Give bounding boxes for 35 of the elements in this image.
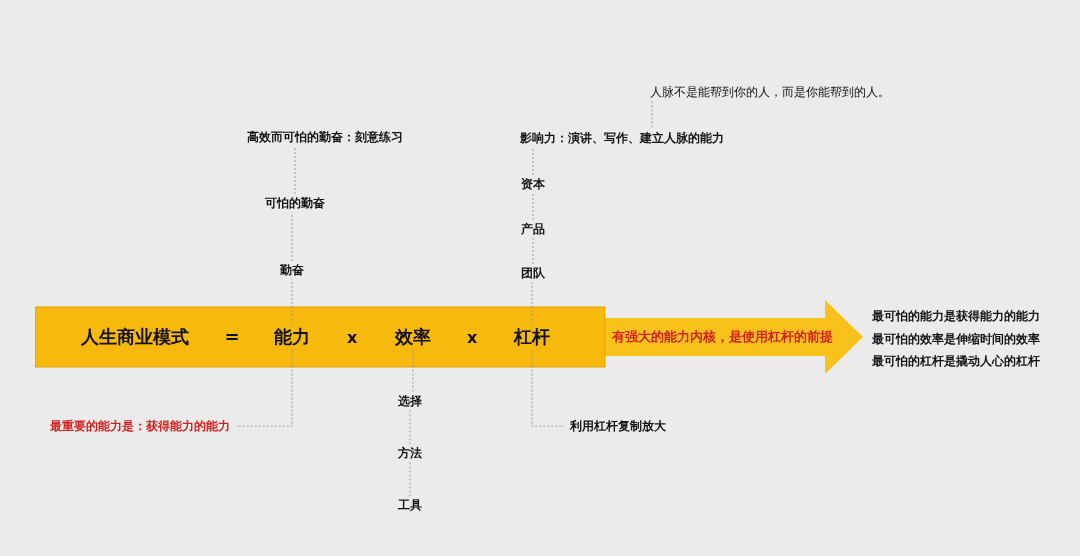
text-label: 勤奋 — [280, 263, 304, 278]
text-label: 利用杠杆复制放大 — [570, 419, 666, 434]
connector-line — [412, 349, 414, 393]
note-text: 人脉不是能帮到你的人，而是你能帮到的人。 — [650, 85, 890, 100]
text-label: 影响力：演讲、写作、建立人脉的能力 — [520, 131, 724, 146]
text-label: 选择 — [398, 394, 422, 409]
text-label: 团队 — [521, 266, 545, 281]
connector-line — [531, 281, 533, 325]
text-label: 最可怕的杠杆是撬动人心的杠杆 — [872, 354, 1040, 369]
connector-line — [531, 349, 565, 427]
term: 杠杆 — [514, 326, 550, 348]
text-label: 最可怕的效率是伸缩时间的效率 — [872, 332, 1040, 347]
connector-line — [235, 349, 293, 427]
text-label: 可怕的勤奋 — [265, 196, 325, 211]
text-label: 产品 — [521, 222, 545, 237]
connector-line — [291, 211, 293, 262]
connector-line — [532, 237, 534, 265]
text-label: 工具 — [398, 498, 422, 513]
connector-line — [532, 192, 534, 221]
term: 效率 — [395, 326, 431, 348]
connector-line — [294, 145, 296, 195]
text-label: 方法 — [398, 446, 422, 461]
operator: x — [467, 327, 478, 347]
operator: = — [224, 326, 240, 348]
connector-line — [532, 146, 534, 176]
text-label: 高效而可怕的勤奋：刻意练习 — [247, 130, 403, 145]
term: 能力 — [274, 326, 310, 348]
operator: x — [347, 327, 358, 347]
text-label: 最可怕的能力是获得能力的能力 — [872, 309, 1040, 324]
term: 人生商业模式 — [81, 326, 189, 348]
arrow-band — [35, 298, 865, 376]
highlight-text: 有强大的能力内核，是使用杠杆的前提 — [612, 329, 833, 345]
text-label: 资本 — [521, 177, 545, 192]
connector-line — [291, 278, 293, 325]
highlight-text: 最重要的能力是：获得能力的能力 — [50, 419, 230, 434]
